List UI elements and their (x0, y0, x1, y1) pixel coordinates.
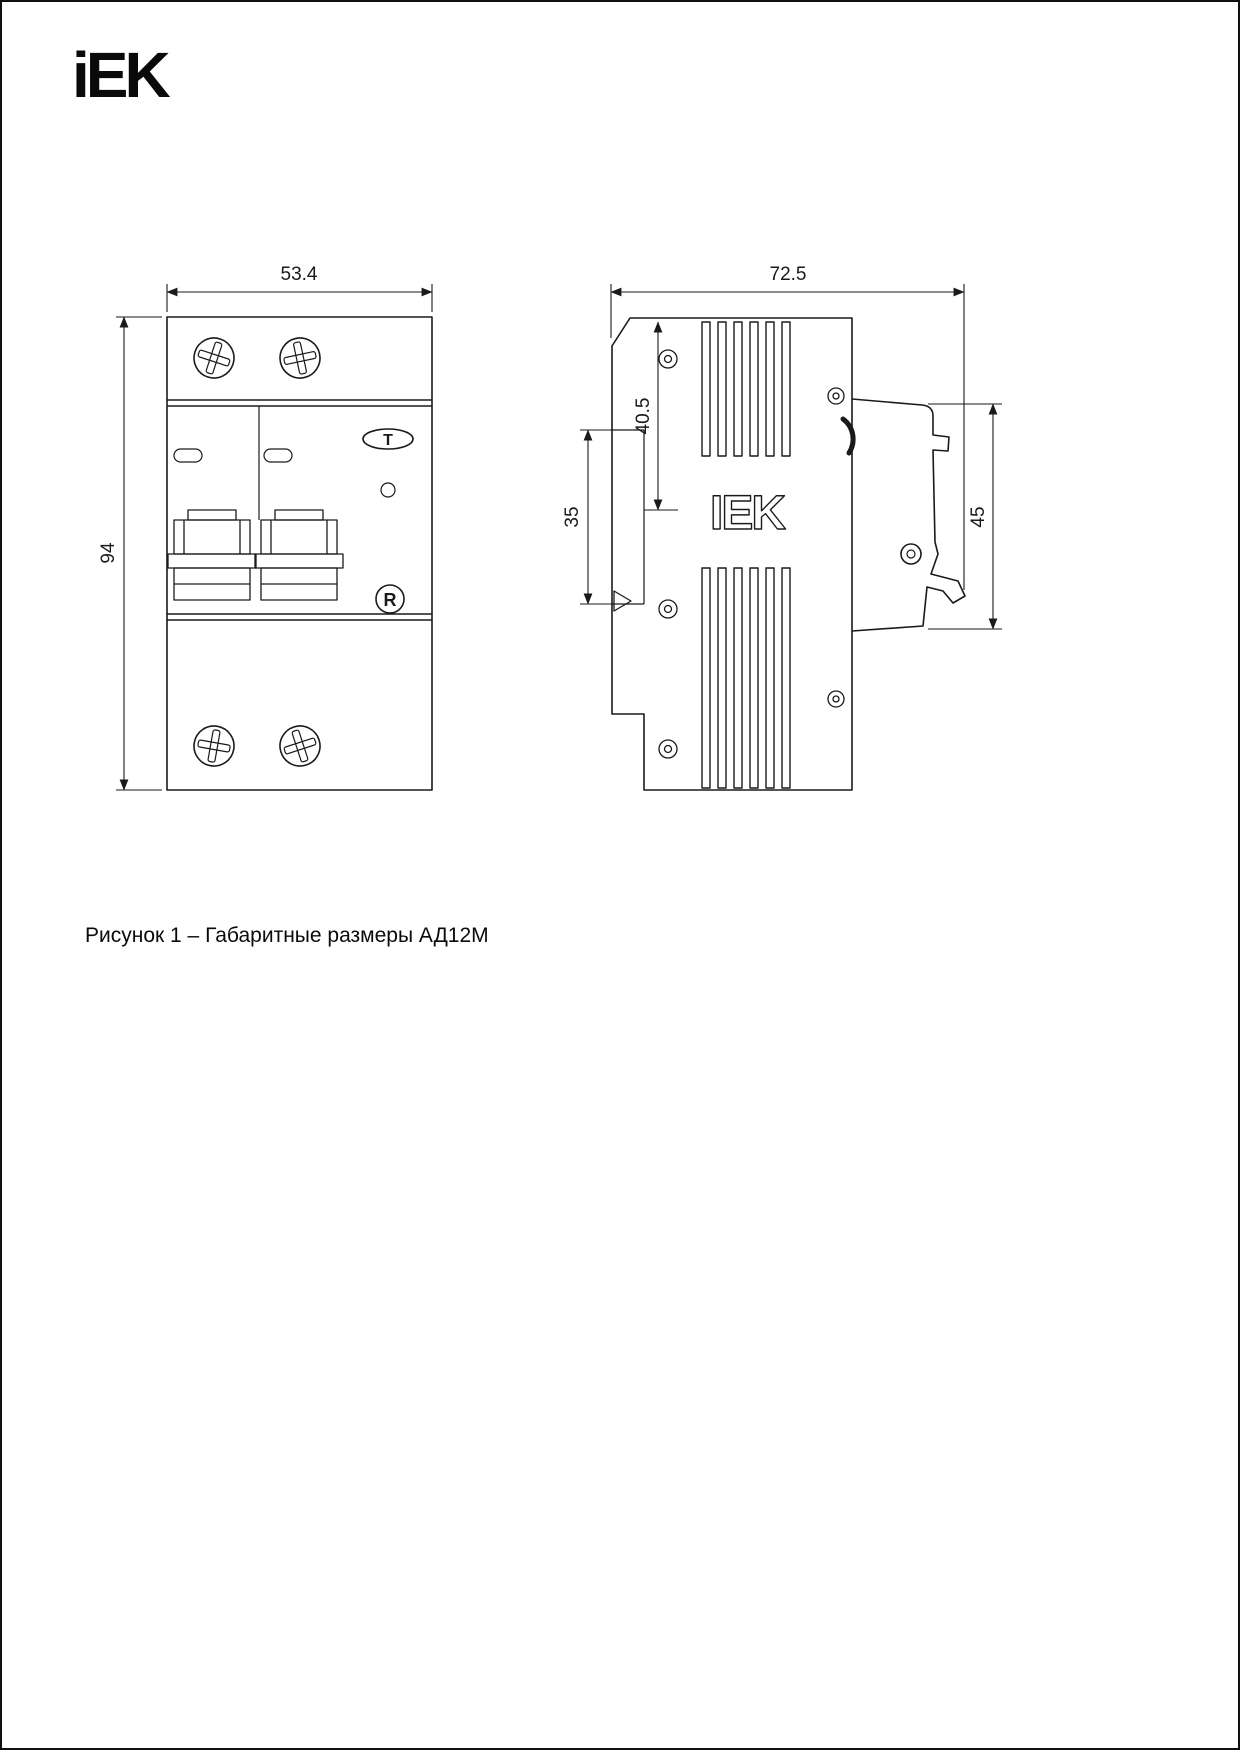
dim-width-value: 53.4 (281, 264, 318, 285)
side-brand-mark: IEK (710, 487, 786, 540)
reset-button-label: R (384, 590, 397, 610)
curved-slot (840, 416, 856, 456)
dim-height-value: 94 (98, 542, 119, 564)
front-view: T R (166, 316, 433, 791)
vent-slot-right (263, 448, 293, 463)
indicator-hole (380, 482, 396, 498)
clip-screw-outer (900, 543, 922, 565)
rivets (658, 349, 845, 759)
iek-logo: iEK (72, 39, 171, 111)
dim-depth-value: 72.5 (770, 264, 807, 285)
test-button-oval (362, 428, 414, 450)
dim-rail-value: 35 (562, 506, 583, 527)
clip-screw-inner (906, 549, 916, 559)
side-view: IEK (611, 317, 966, 791)
side-body-outline (611, 317, 853, 791)
side-view-dimensions: 72.5 40.5 35 45 (562, 264, 1002, 630)
test-button-label: T (383, 432, 393, 449)
screw-top-left (193, 337, 235, 379)
dimension-drawing: T R 53.4 94 (98, 264, 1002, 791)
reset-button-circle (375, 584, 405, 614)
rail-marker-triangle (613, 590, 632, 612)
vent-slats-bottom (701, 567, 791, 789)
front-body-outline (166, 316, 433, 791)
terminal-pole-2 (254, 509, 344, 601)
screw-bottom-left (193, 725, 235, 767)
dim-back-value: 45 (968, 506, 989, 527)
dim-top-value: 40.5 (633, 398, 654, 435)
front-view-dimensions: 53.4 94 (98, 264, 433, 791)
figure-caption: Рисунок 1 – Габаритные размеры АД12М (85, 924, 489, 947)
screw-top-right (279, 337, 321, 379)
vent-slats-top (701, 321, 791, 457)
screw-bottom-right (279, 725, 321, 767)
din-clip-profile (851, 398, 966, 632)
terminal-pole-1 (167, 509, 257, 601)
vent-slot-left (173, 448, 203, 463)
